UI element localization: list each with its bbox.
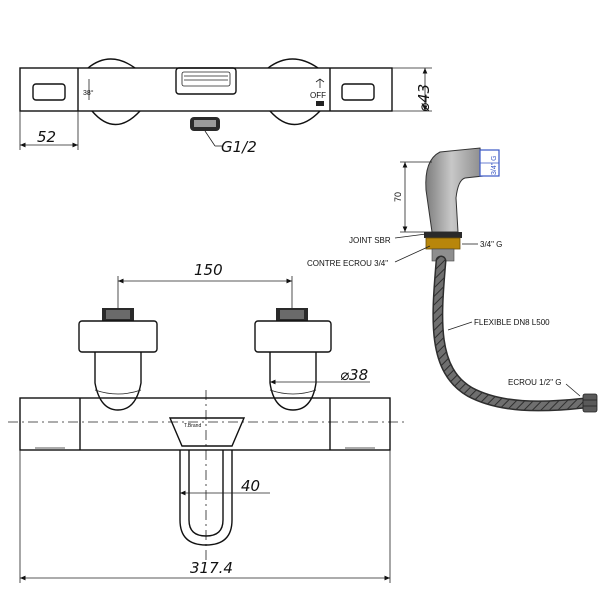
dim-spout: 40	[241, 477, 260, 495]
brand-mark: T.Brand	[184, 423, 201, 429]
stem-thread-label: 3/4" G	[480, 240, 502, 249]
thread-label-g12: G1/2	[221, 138, 257, 156]
dim-top-width: 52	[37, 128, 56, 146]
dim-total: 317.4	[190, 559, 233, 577]
temp-label: 38°	[83, 89, 94, 97]
dim-top-diameter: ⌀43	[415, 84, 433, 112]
accessory-view: 3/4" G 70 JOINT SBR CONTRE ECROU 3/4" 3/…	[307, 147, 598, 413]
cap-thread-label: 3/4" G	[491, 155, 498, 175]
off-label: OFF	[310, 91, 326, 100]
dim-spacing: 150	[194, 261, 223, 279]
dim-neck-diameter: ⌀38	[340, 366, 368, 384]
front-view: 150 ⌀38 T.Brand 40	[8, 261, 408, 583]
joint-label: JOINT SBR	[349, 236, 391, 245]
nut-label: CONTRE ECROU 3/4"	[307, 259, 388, 268]
top-view: G1/2 38° OFF 52 ⌀43	[19, 58, 433, 156]
dim-height: 70	[393, 192, 403, 202]
end-nut-label: ECROU 1/2" G	[508, 378, 562, 387]
hose-label: FLEXIBLE DN8 L500	[474, 318, 550, 327]
